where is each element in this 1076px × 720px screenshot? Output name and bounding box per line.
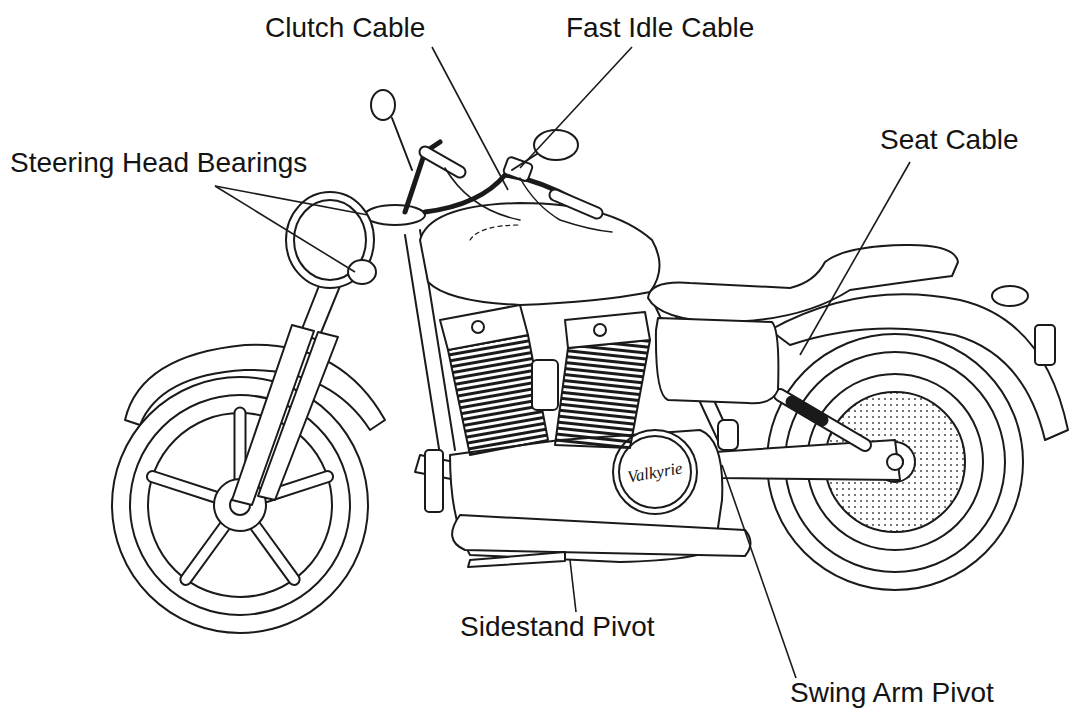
license-light (1035, 325, 1055, 365)
swing-arm (715, 440, 900, 480)
mirror-stalk (392, 118, 412, 170)
part-label: Fast Idle Cable (566, 13, 754, 44)
part-label: Clutch Cable (265, 13, 425, 44)
shock-fill (780, 395, 865, 445)
left-grip-outline (425, 152, 460, 172)
fuel-tank (420, 203, 660, 305)
left-mirror (371, 90, 395, 120)
part-label: Seat Cable (880, 125, 1019, 156)
fork-leg (258, 332, 338, 500)
rear-cylinder-fins (555, 340, 650, 448)
seat (648, 245, 958, 322)
side-cover (656, 318, 778, 403)
front-cylinder-head (440, 305, 528, 350)
leader-line (432, 47, 508, 190)
part-label: Sidestand Pivot (460, 612, 655, 643)
front-tire-wall (130, 395, 350, 615)
right-grip-outline (555, 195, 597, 213)
lower-exhaust (452, 515, 750, 556)
left-grip (425, 152, 460, 172)
right-grip (555, 195, 597, 213)
front-tire (112, 377, 368, 633)
carburetor (532, 360, 558, 410)
front-footrest (425, 450, 443, 512)
leader-line (722, 465, 796, 678)
rear-axle (887, 454, 903, 470)
rear-footpeg (718, 420, 738, 450)
part-label: Swing Arm Pivot (790, 678, 994, 709)
triple-clamp (365, 205, 425, 225)
leader-line (570, 560, 576, 612)
rear-cylinder-head (565, 312, 650, 348)
leader-line (520, 47, 632, 168)
control-cables (445, 168, 612, 232)
shock-outline (780, 395, 865, 445)
head-bolt (472, 321, 484, 333)
tank-highlight (470, 225, 520, 240)
leader-lines (215, 47, 910, 678)
front-fender (125, 345, 385, 430)
tail-light (992, 286, 1028, 306)
turn-signal (348, 260, 376, 284)
head-bolt (594, 324, 606, 336)
leader-line (215, 186, 355, 272)
logo-text: Valkyrie (626, 459, 684, 485)
leader-line (800, 162, 910, 355)
part-label: Steering Head Bearings (10, 148, 307, 179)
rear-fender (770, 294, 1068, 440)
shock-spring (792, 402, 822, 420)
swing-arm-axle (887, 454, 903, 470)
sidestand (468, 552, 565, 567)
front-rim (148, 413, 332, 597)
